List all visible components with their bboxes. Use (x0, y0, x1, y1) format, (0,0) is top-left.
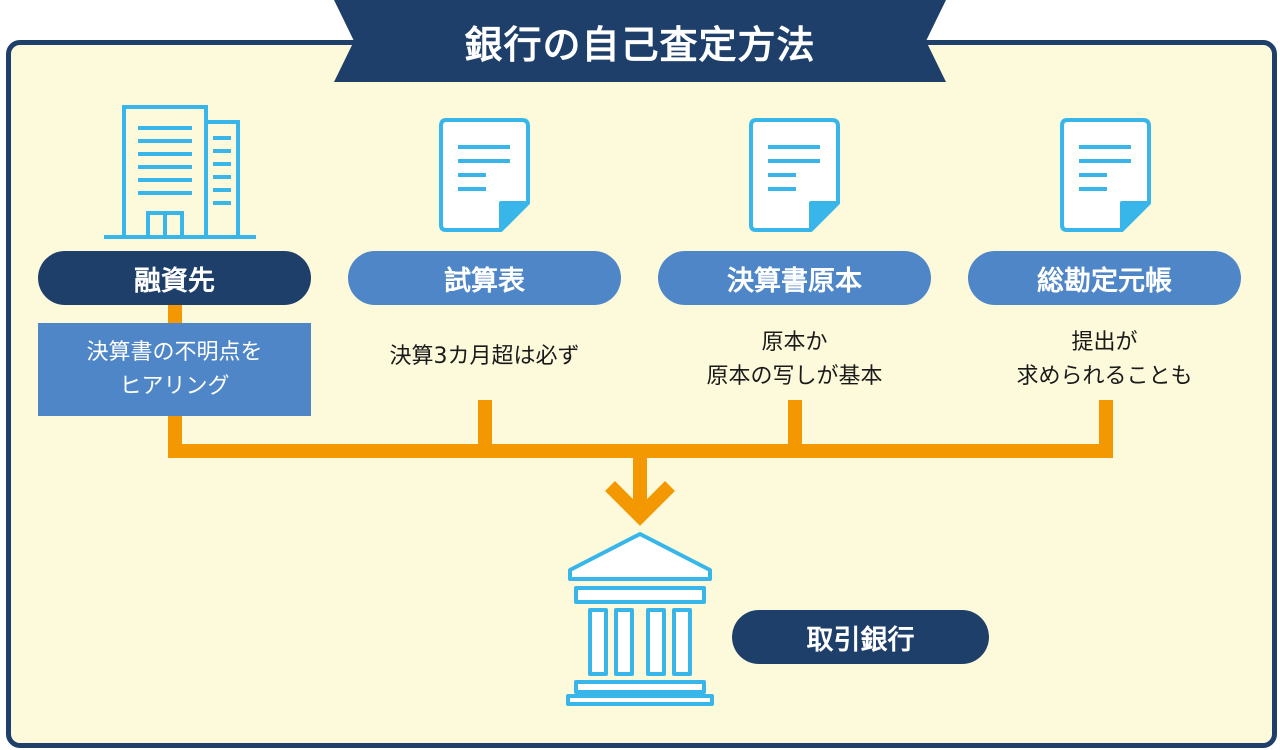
note-line: 決算書の不明点を (86, 339, 263, 365)
source-note-trial-balance: 決算3カ月超は必ず (348, 340, 621, 374)
source-note-general-ledger: 提出が 求められることも (968, 326, 1241, 394)
source-label-borrower: 融資先 (38, 251, 311, 305)
source-note-original-statements: 原本か 原本の写しが基本 (658, 326, 931, 394)
note-line: 原本か (761, 330, 828, 355)
document-icon (1060, 118, 1151, 232)
note-line: 提出が (1071, 330, 1138, 355)
bank-icon (566, 532, 714, 706)
document-icon (749, 118, 840, 232)
note-line: ヒアリング (119, 373, 230, 399)
source-note-borrower: 決算書の不明点を ヒアリング (38, 323, 311, 416)
note-line: 原本の写しが基本 (706, 364, 883, 389)
note-line: 決算3カ月超は必ず (389, 344, 580, 369)
page-title: 銀行の自己査定方法 (464, 22, 816, 67)
office-building-icon (104, 105, 256, 239)
source-label-general-ledger: 総勘定元帳 (968, 251, 1241, 305)
source-label-trial-balance: 試算表 (348, 251, 621, 305)
document-icon (439, 118, 530, 232)
note-line: 求められることも (1016, 364, 1193, 389)
title-banner (334, 0, 946, 82)
source-label-original-statements: 決算書原本 (658, 251, 931, 305)
destination-label: 取引銀行 (732, 610, 989, 664)
